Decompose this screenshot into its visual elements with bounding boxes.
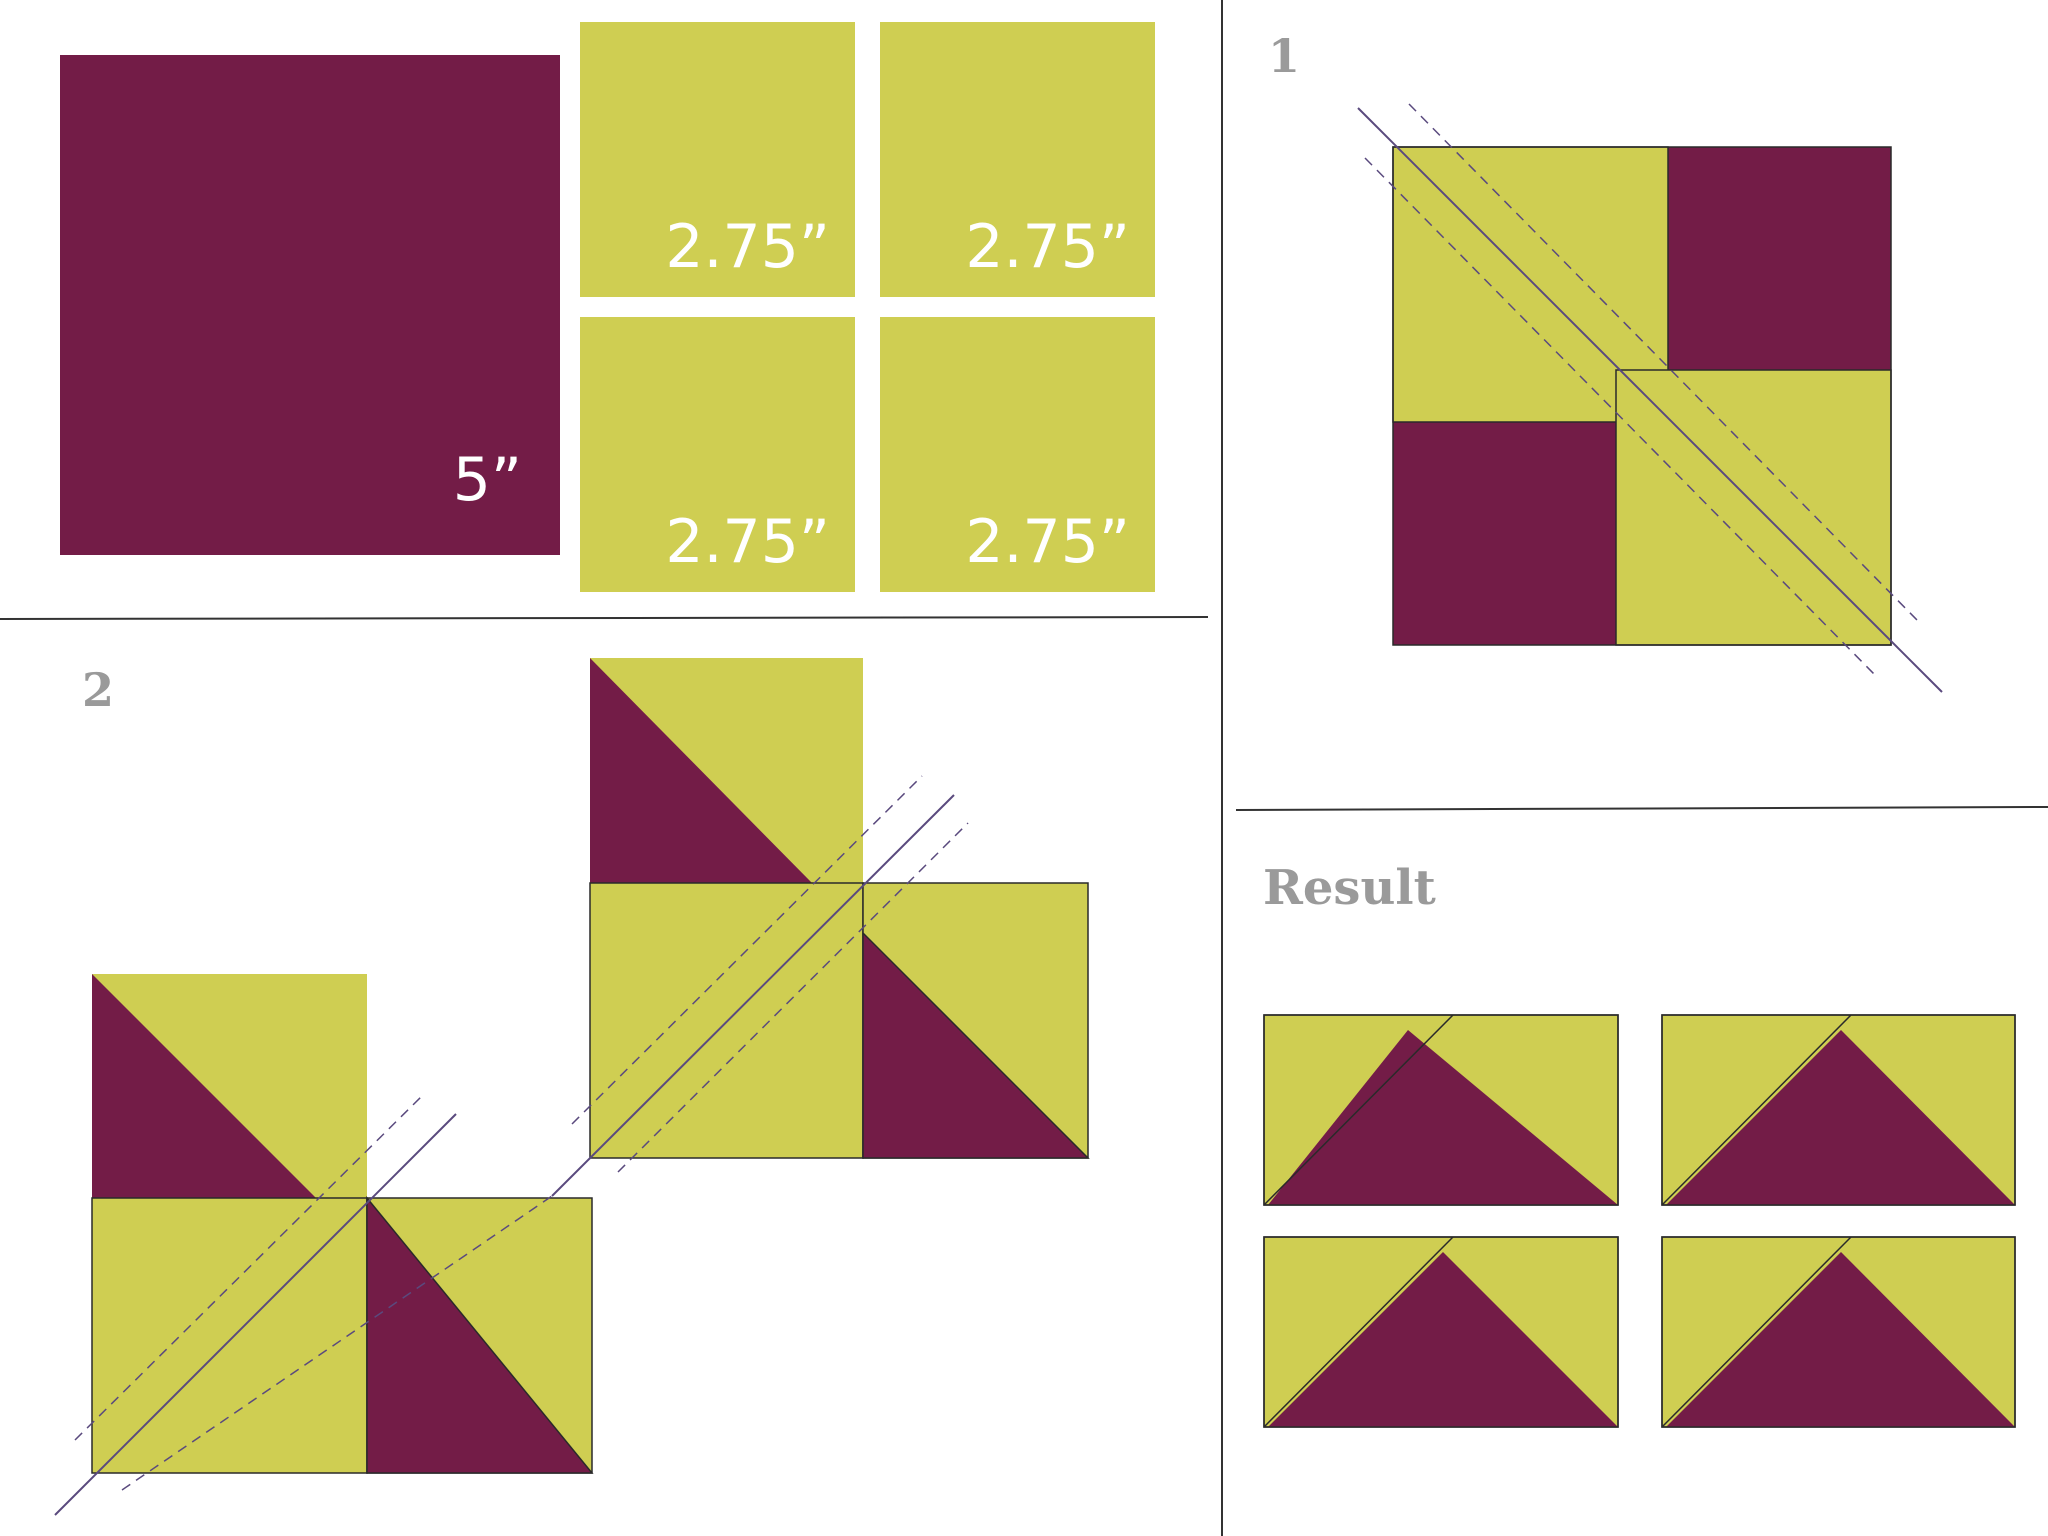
small-square-size-label-1: 2.75” <box>665 212 830 282</box>
small-square-size-label-3: 2.75” <box>665 507 830 577</box>
goose-1-seam <box>1263 1014 1454 1206</box>
step1-diagonal-fold-line <box>1357 107 1943 693</box>
unit-left-seam-line-upper <box>74 1092 426 1441</box>
result-panel: Result <box>1263 860 2016 1428</box>
unit-left-top-plum-triangle <box>92 974 316 1198</box>
goose-2-seam <box>1661 1014 1852 1206</box>
small-square-size-label-2: 2.75” <box>965 212 1130 282</box>
goose-3-plum-triangle <box>1268 1252 1618 1427</box>
unit-right-seam-line-upper <box>571 775 923 1125</box>
step2-unit-left <box>54 974 594 1516</box>
small-square-size-label-4: 2.75” <box>965 507 1130 577</box>
goose-4-plum-triangle <box>1666 1252 2015 1427</box>
unit-left-seam-line-lower <box>121 1195 553 1491</box>
step2-unit-right <box>551 658 1090 1197</box>
flying-geese-unit-1 <box>1263 1014 1619 1206</box>
step1-label: 1 <box>1268 29 1300 83</box>
goose-4-outline <box>1661 1236 2016 1428</box>
result-label: Result <box>1263 860 1436 916</box>
unit-left-diagonal-fold-line <box>54 1113 457 1516</box>
goose-2-outline <box>1661 1014 2016 1206</box>
goose-1-outline <box>1263 1014 1619 1206</box>
goose-2-plum-triangle <box>1666 1030 2015 1205</box>
flying-geese-unit-2 <box>1661 1014 2016 1206</box>
unit-right-diagonal-fold-line <box>551 794 955 1197</box>
goose-4-seam <box>1661 1236 1852 1428</box>
goose-1-plum-triangle <box>1268 1030 1618 1205</box>
step2-panel: 2 <box>54 658 1090 1516</box>
small-lime-square-3 <box>580 317 855 592</box>
flying-geese-unit-3 <box>1263 1236 1619 1428</box>
large-square-size-label: 5” <box>453 445 522 515</box>
unit-right-plum-triangle-right <box>862 931 1090 1159</box>
small-lime-square-4 <box>880 317 1155 592</box>
step1-panel: 1 <box>1268 29 1943 693</box>
flying-geese-unit-4 <box>1661 1236 2016 1428</box>
divider-horizontal-right <box>1235 806 2048 811</box>
step1-seam-line-lower <box>1364 157 1877 677</box>
step2-label: 2 <box>82 663 114 717</box>
unit-left-plum-triangle-right <box>366 1195 594 1474</box>
large-plum-square <box>60 55 560 555</box>
goose-3-seam <box>1263 1236 1454 1428</box>
unit-right-top-plum-triangle <box>590 658 812 883</box>
step1-block-outline <box>1392 146 1892 646</box>
small-lime-square-1 <box>580 22 855 297</box>
unit-right-seam-line-lower <box>617 822 969 1173</box>
small-lime-square-2 <box>880 22 1155 297</box>
cutting-panel: 5” 2.75” 2.75” 2.75” 2.75” <box>60 22 1155 592</box>
divider-horizontal-left <box>0 616 1209 620</box>
unit-left-lime-square-left <box>91 1197 368 1474</box>
goose-3-outline <box>1263 1236 1619 1428</box>
step1-lime-square-bottom-right <box>1615 369 1892 646</box>
step1-seam-line-upper <box>1408 103 1920 623</box>
